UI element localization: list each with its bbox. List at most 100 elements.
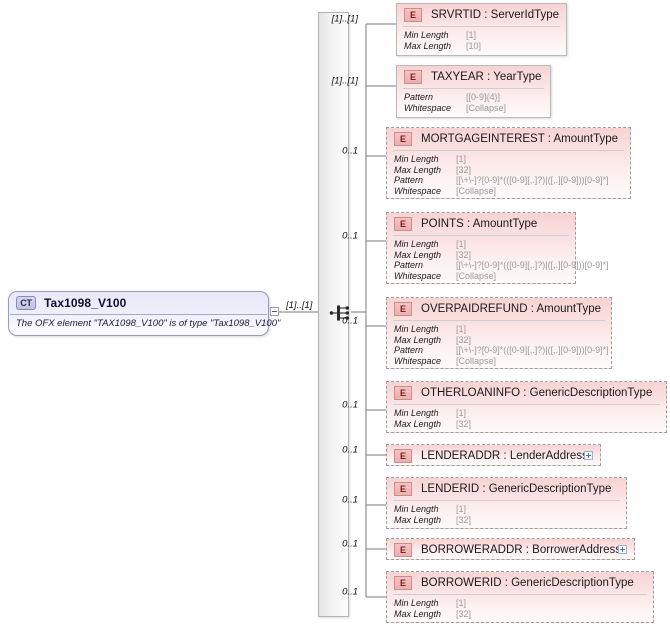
facet-value: [1] [466,30,477,40]
facet-value: [Collapse] [456,270,497,281]
facet-label: Min Length [394,408,439,418]
facet-label: Min Length [404,30,449,40]
facet-value: [1] [456,324,467,334]
element-header: E MORTGAGEINTEREST : AmountType [387,128,630,150]
complextype-documentation: The OFX element "TAX1098_V100" is of typ… [16,318,281,329]
element-badge-icon: E [394,132,412,146]
facet-value: [32] [456,164,472,175]
element-header: E LENDERID : GenericDescriptionType [387,478,626,500]
complextype-node-tax1098[interactable]: CT Tax1098_V100 The OFX element "TAX1098… [8,291,281,336]
element-badge-icon: E [394,217,412,231]
facet-row: Min Length[1] [394,324,611,335]
occurrence-label-overpaidrefund: 0..1 [342,315,358,327]
root-occurrence-label: [1]..[1] [286,300,313,311]
facet-value: [Collapse] [456,355,497,366]
facet-value: [32] [456,608,472,619]
occurrence-label-borrowerid: 0..1 [342,586,358,598]
collapse-toggle-icon[interactable] [270,307,279,316]
element-facets: Pattern[[0-9]{4}]Whitespace [Collapse] [397,89,550,113]
sequence-compositor-icon[interactable] [329,303,351,323]
facet-row: Max Length [32] [394,419,666,430]
facet-row: Min Length [1] [394,408,666,419]
facet-label: Whitespace [394,270,442,281]
divider [403,26,560,27]
element-facets: Min Length[1]Max Length[32]Pattern[[\+\-… [387,321,611,366]
facet-row: Pattern [[\+\-]?[0-9]*(([0-9][,.]?)|([,.]… [394,175,630,186]
expand-toggle-icon[interactable] [618,545,627,554]
facet-label: Max Length [394,418,442,429]
occurrence-label-lenderid: 0..1 [342,494,358,506]
complextype-badge-icon: CT [16,296,36,310]
facet-row: Min Length [1] [404,30,566,41]
facet-value: [1] [456,504,467,514]
facet-label: Pattern [394,345,424,355]
element-title: POINTS : AmountType [421,218,538,230]
divider [403,88,544,89]
facet-value: [[\+\-]?[0-9]*(([0-9][,.]?)|([,.][0-9]))… [456,175,609,185]
facet-label: Min Length [394,154,439,164]
facet-value: [32] [456,514,472,525]
complextype-header: CT Tax1098_V100 [9,292,268,314]
facet-value: [Collapse] [456,185,497,196]
element-facets: Min Length[1]Max Length [32] [387,595,653,619]
facet-row: Whitespace [Collapse] [394,186,630,197]
facet-value: [1] [456,408,467,418]
divider [393,404,660,405]
element-badge-icon: E [394,482,412,496]
facet-value: [1] [456,598,467,608]
facet-row: Pattern[[0-9]{4}] [404,92,550,103]
divider [10,314,267,315]
facet-label: Whitespace [404,102,452,113]
occurrence-label-otherloaninfo: 0..1 [342,399,358,411]
occurrence-label-taxyear: [1]..[1] [331,75,358,87]
facet-row: Min Length[1] [394,154,630,165]
expand-toggle-icon[interactable] [584,451,593,460]
facet-value: [[0-9]{4}] [466,92,501,102]
facet-row: Min Length[1] [394,598,653,609]
facet-value: [32] [456,418,472,429]
element-title: OTHERLOANINFO : GenericDescriptionType [421,387,653,399]
facet-row: Max Length[32] [394,250,575,261]
element-title: LENDERID : GenericDescriptionType [421,483,612,495]
facet-row: Max Length [32] [394,165,630,176]
divider [393,594,647,595]
facet-row: Min Length[1] [394,504,626,515]
element-facets: Min Length[1]Max Length[32] [387,501,626,525]
facet-label: Whitespace [394,185,442,196]
element-title: BORROWERID : GenericDescriptionType [421,577,634,589]
facet-value: [1] [456,239,467,249]
facet-value: [Collapse] [466,102,507,113]
element-title: MORTGAGEINTEREST : AmountType [421,133,619,145]
facet-label: Pattern [394,175,424,185]
facet-row: Max Length[10] [404,41,566,52]
element-facets: Min Length [1]Max Length[10] [397,27,566,51]
divider [393,150,624,151]
element-header: E POINTS : AmountType [387,213,575,235]
occurrence-label-borroweraddr: 0..1 [342,538,358,550]
facet-row: Pattern[[\+\-]?[0-9]*(([0-9][,.]?)|([,.]… [394,260,609,271]
occurrence-label-srvrtid: [1]..[1] [331,13,358,25]
facet-label: Max Length [394,608,442,619]
facet-value: [10] [466,40,482,51]
element-title: TAXYEAR : YearType [431,71,542,83]
facet-label: Min Length [394,239,439,249]
divider [393,235,569,236]
facet-label: Max Length [394,164,442,175]
sequence-container [318,12,349,617]
element-badge-icon: E [394,543,412,557]
